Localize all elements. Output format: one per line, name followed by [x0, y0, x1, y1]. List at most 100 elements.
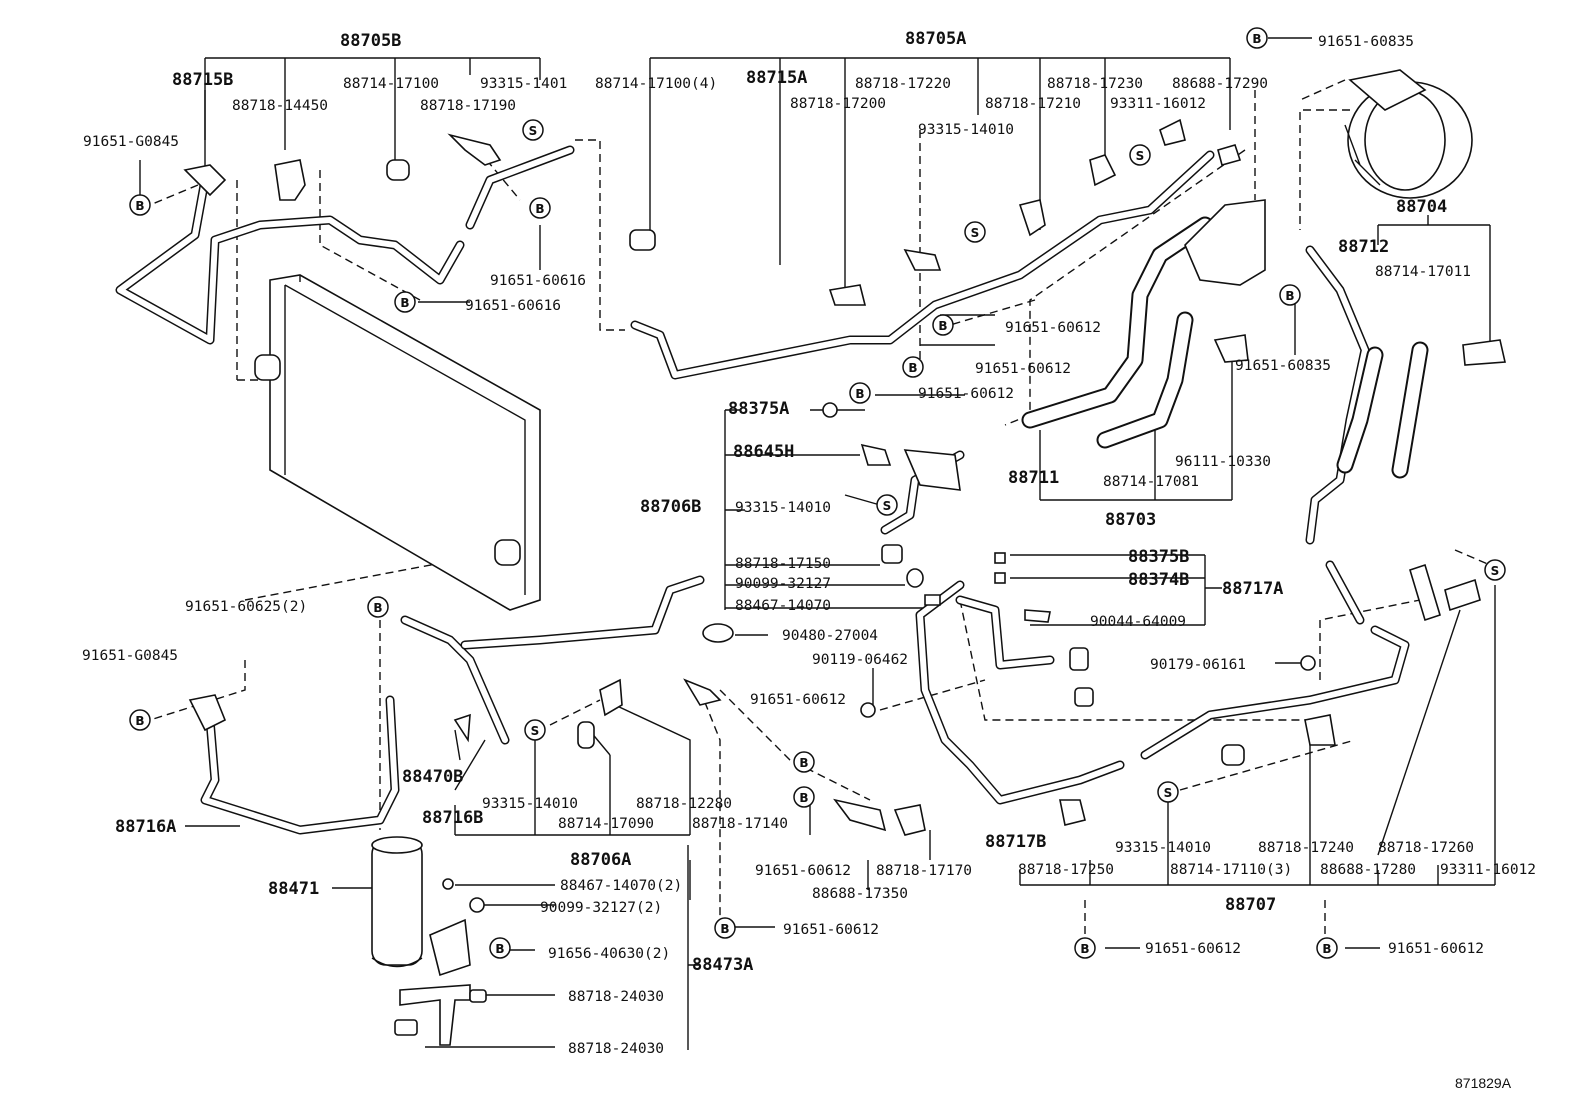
svg-text:B: B [799, 791, 808, 805]
part-label: 88714-17110(3) [1170, 862, 1292, 878]
svg-text:B: B [720, 922, 729, 936]
part-label: 88718-17230 [1047, 76, 1143, 92]
screw-marker: S [1484, 559, 1506, 581]
bolt-marker: B [529, 197, 551, 219]
bolt-marker: B [714, 917, 736, 939]
receiver-dryer [371, 839, 423, 966]
part-label: 88714-17081 [1103, 474, 1199, 490]
svg-text:S: S [1164, 786, 1173, 800]
part-label: 93315-14010 [918, 122, 1014, 138]
part-label: 91651-60616 [490, 273, 586, 289]
part-label: 88688-17350 [812, 886, 908, 902]
part-label: 88718-17200 [790, 96, 886, 112]
part-label: 88705A [905, 29, 966, 49]
svg-text:B: B [373, 601, 382, 615]
part-label: 91651-60612 [918, 386, 1014, 402]
svg-text:S: S [529, 124, 538, 138]
screw-marker: S [522, 119, 544, 141]
part-label: 88705B [340, 31, 401, 51]
part-label: 88715A [746, 68, 807, 88]
svg-text:B: B [908, 361, 917, 375]
part-label: 88715B [172, 70, 233, 90]
svg-text:S: S [531, 724, 540, 738]
svg-text:B: B [1252, 32, 1261, 46]
svg-text:B: B [135, 199, 144, 213]
part-label: 88717B [985, 832, 1046, 852]
svg-text:B: B [1285, 289, 1294, 303]
svg-text:B: B [495, 942, 504, 956]
part-label: 91651-60612 [750, 692, 846, 708]
screw-marker: S [876, 494, 898, 516]
part-label: 88718-24030 [568, 989, 664, 1005]
part-label: 88718-17260 [1378, 840, 1474, 856]
part-label: 91651-60612 [1388, 941, 1484, 957]
part-label: 90044-64009 [1090, 614, 1186, 630]
fastener-markers: B B B S B S S B B B B S S B B S B B S B … [129, 27, 1506, 959]
bolt-marker: B [1246, 27, 1268, 49]
svg-text:S: S [971, 226, 980, 240]
part-label: 88718-14450 [232, 98, 328, 114]
part-label: 88711 [1008, 468, 1059, 488]
part-label: 91651-60612 [783, 922, 879, 938]
part-label: 88718-24030 [568, 1041, 664, 1057]
part-label: 88714-17090 [558, 816, 654, 832]
part-label: 93315-14010 [482, 796, 578, 812]
part-label: 88645H [733, 442, 794, 462]
svg-text:B: B [1080, 942, 1089, 956]
screw-marker: S [964, 221, 986, 243]
part-label: 93315-1401 [480, 76, 567, 92]
part-label: 91651-G0845 [83, 134, 179, 150]
part-label: 88714-17100 [343, 76, 439, 92]
svg-text:S: S [883, 499, 892, 513]
part-label: 90099-32127(2) [540, 900, 662, 916]
part-label: 93315-14010 [735, 500, 831, 516]
svg-text:S: S [1136, 149, 1145, 163]
part-label: 88718-17210 [985, 96, 1081, 112]
part-label: 88718-17170 [876, 863, 972, 879]
part-label: 88718-17190 [420, 98, 516, 114]
part-label: 88718-17150 [735, 556, 831, 572]
part-label: 91651-60612 [1005, 320, 1101, 336]
part-label: 91651-60625(2) [185, 599, 307, 615]
part-label: 88716A [115, 817, 176, 837]
part-label: 88471 [268, 879, 319, 899]
part-label: 88470B [402, 767, 463, 787]
part-label: 88706A [570, 850, 631, 870]
part-label: 88718-17250 [1018, 862, 1114, 878]
part-label: 90119-06462 [812, 652, 908, 668]
svg-text:B: B [400, 296, 409, 310]
screw-marker: S [1129, 144, 1151, 166]
hoses [1021, 216, 1429, 479]
part-label: 88688-17290 [1172, 76, 1268, 92]
bolt-marker: B [367, 596, 389, 618]
part-label: 88375B [1128, 547, 1189, 567]
svg-text:B: B [535, 202, 544, 216]
leader-lines [139, 37, 1496, 1050]
diagram-code: 871829A [1455, 1075, 1512, 1091]
part-label: 93311-16012 [1440, 862, 1536, 878]
part-label: 88688-17280 [1320, 862, 1416, 878]
svg-text:B: B [1322, 942, 1331, 956]
part-label: 88714-17011 [1375, 264, 1471, 280]
bolt-marker: B [793, 751, 815, 773]
part-label: 88706B [640, 497, 701, 517]
part-label: 91651-60835 [1235, 358, 1331, 374]
part-label: 88467-14070(2) [560, 878, 682, 894]
bolt-marker: B [489, 937, 511, 959]
part-label: 91656-40630(2) [548, 946, 670, 962]
part-labels: 88705B 88705A 88715B 88715A 88714-17100 … [82, 29, 1536, 1091]
bolt-marker: B [793, 786, 815, 808]
part-label: 90480-27004 [782, 628, 878, 644]
part-label: 88703 [1105, 510, 1156, 530]
part-label: 88717A [1222, 579, 1283, 599]
bolt-marker: B [1316, 937, 1338, 959]
part-label: 88374B [1128, 570, 1189, 590]
condenser [254, 274, 541, 611]
bolt-marker: B [394, 291, 416, 313]
part-label: 88473A [692, 955, 753, 975]
part-label: 88375A [728, 399, 789, 419]
bolt-marker: B [902, 356, 924, 378]
bolt-marker: B [129, 709, 151, 731]
part-label: 91651-60612 [1145, 941, 1241, 957]
